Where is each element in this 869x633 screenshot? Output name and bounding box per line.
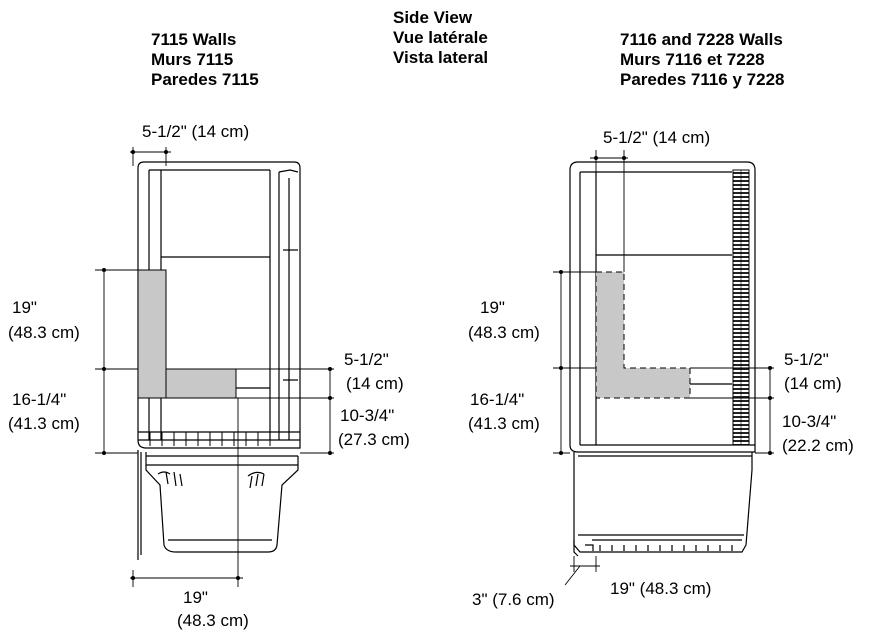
left-title-es: Paredes 7115 [151,70,259,89]
left-shelf-height-in: 10-3/4" [340,406,395,425]
right-wall-dashed [595,271,691,399]
right-top-width-label: 5-1/2" (14 cm) [603,128,711,147]
center-title: Side View Vue latérale Vista lateral [393,8,488,68]
left-dim-ticks [102,150,332,580]
right-shelf-height-in: 10-3/4" [782,412,837,431]
center-title-en: Side View [393,8,473,27]
right-unit [569,161,756,557]
right-title-fr: Murs 7116 et 7228 [620,50,765,69]
left-title: 7115 Walls Murs 7115 Paredes 7115 [151,30,259,90]
right-title-en: 7116 and 7228 Walls [620,30,783,49]
right-dim-ticks [559,156,772,455]
left-shelf-thickness-cm: (14 cm) [346,374,404,393]
center-title-fr: Vue latérale [393,28,488,47]
left-title-fr: Murs 7115 [151,50,234,69]
left-lower-height-cm: (41.3 cm) [8,414,80,433]
left-title-en: 7115 Walls [151,30,237,49]
right-dimensions [553,150,774,586]
right-offset-label: 3" (7.6 cm) [472,590,555,609]
left-bottom-width-in: 19" [183,588,208,607]
left-upper-height-cm: (48.3 cm) [8,323,80,342]
left-bottom-width-cm: (48.3 cm) [177,611,249,630]
right-lower-height-in: 16-1/4" [470,390,525,409]
left-wall-blocks [137,269,237,399]
left-top-width-label: 5-1/2" (14 cm) [142,122,250,141]
left-lower-height-in: 16-1/4" [12,390,67,409]
right-lower-height-cm: (41.3 cm) [468,414,540,433]
right-shelf-thickness-in: 5-1/2" [784,350,829,369]
right-shelf-thickness-cm: (14 cm) [784,374,842,393]
right-shelf-height-cm: (22.2 cm) [782,436,854,455]
center-title-es: Vista lateral [393,48,489,67]
left-shelf-thickness-in: 5-1/2" [344,350,389,369]
left-dimensions [95,147,334,587]
left-shelf-height-cm: (27.3 cm) [338,430,410,449]
right-upper-height-cm: (48.3 cm) [468,323,540,342]
right-title-es: Paredes 7116 y 7228 [620,70,785,89]
right-bottom-width-label: 19" (48.3 cm) [610,579,712,598]
left-upper-height-in: 19" [12,298,37,317]
right-upper-height-in: 19" [480,298,505,317]
right-title: 7116 and 7228 Walls Murs 7116 et 7228 Pa… [620,30,784,90]
